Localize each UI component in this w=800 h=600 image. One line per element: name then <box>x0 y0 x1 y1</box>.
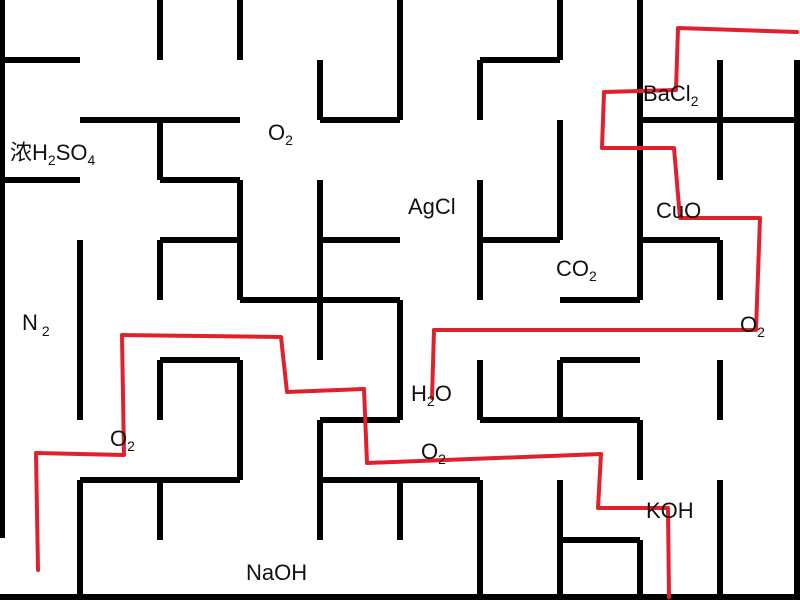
label-h2o: H2O <box>411 381 452 409</box>
solution-path-segment <box>432 26 799 332</box>
label-cuo: CuO <box>656 198 701 223</box>
label-co2: CO2 <box>556 256 597 284</box>
label-bacl2: BaCl2 <box>643 81 699 109</box>
label-agcl: AgCl <box>408 194 456 219</box>
label-o2-right: O2 <box>740 312 765 340</box>
label-o2-left: O2 <box>110 426 135 454</box>
label-koh: KOH <box>646 498 694 523</box>
label-naoh: NaOH <box>246 560 307 585</box>
label-o2-top: O2 <box>268 120 293 148</box>
label-conc-h2so4: 浓H2SO4 <box>10 140 95 168</box>
solution-path <box>34 26 799 599</box>
solution-path-segment <box>430 328 436 400</box>
label-o2-mid: O2 <box>421 439 446 467</box>
solution-path-segment <box>34 333 671 599</box>
